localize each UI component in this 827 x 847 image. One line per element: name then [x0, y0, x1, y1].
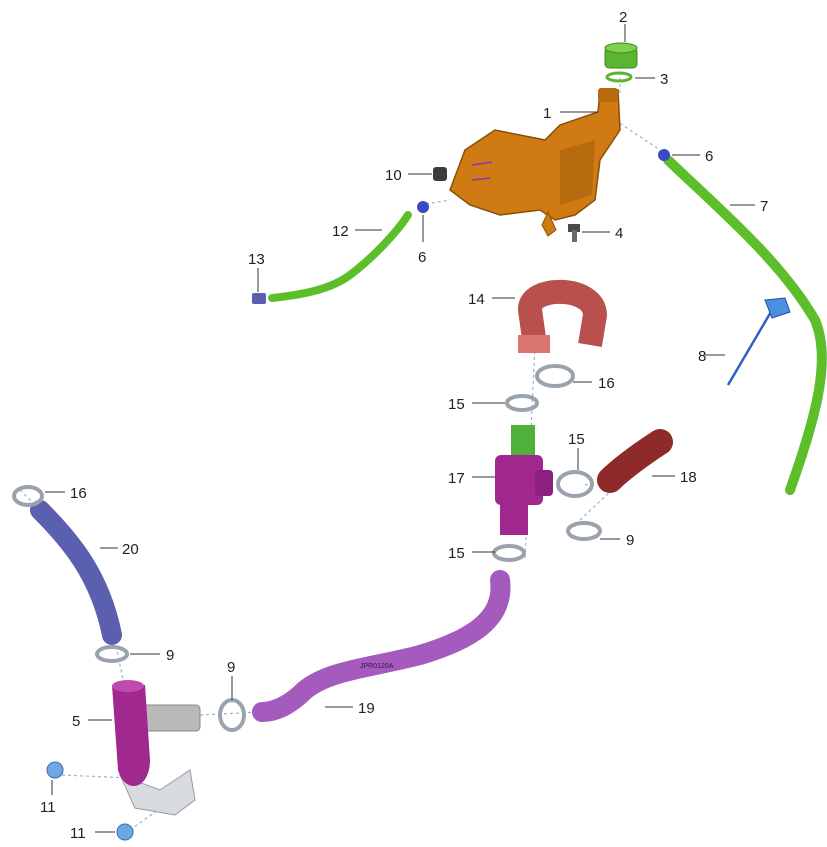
elbow-hose-14 [518, 279, 608, 353]
hose-clamp-9c [95, 645, 129, 663]
expansion-tank-reservoir [449, 88, 621, 237]
label-part-1: 1 [543, 105, 551, 122]
coolant-hose-19 [252, 570, 511, 722]
label-part-6b: 6 [418, 249, 426, 266]
hose-clip-6b [417, 201, 429, 213]
water-outlet-housing-5 [112, 680, 201, 816]
label-part-16b: 16 [70, 485, 87, 502]
label-part-11b: 11 [70, 825, 86, 842]
label-part-19: 19 [358, 700, 375, 717]
bolt-11a [46, 761, 64, 779]
label-part-6a: 6 [705, 148, 713, 165]
tie-strap-part [726, 297, 791, 386]
label-part-4: 4 [615, 225, 623, 242]
label-part-17: 17 [448, 470, 465, 487]
coolant-hose-7 [663, 155, 827, 495]
hose-clamp-15a [505, 394, 539, 412]
coolant-hose-20 [30, 500, 122, 645]
label-part-9a: 9 [626, 532, 634, 549]
label-part-18: 18 [680, 469, 697, 486]
reservoir-cap [604, 42, 638, 69]
hose-clamp-9b [218, 698, 246, 732]
callouts: 2 3 1 6 7 10 4 12 6 13 14 8 16 15 15 17 [40, 9, 768, 842]
label-part-15a: 15 [448, 396, 465, 413]
label-part-9b: 9 [227, 659, 235, 676]
coolant-hose-12 [268, 211, 412, 302]
label-part-15c: 15 [448, 545, 465, 562]
label-part-20: 20 [122, 541, 139, 558]
label-part-9c: 9 [166, 647, 174, 664]
bolt-11b [116, 823, 134, 841]
label-part-8: 8 [698, 348, 706, 365]
hose-marking-text: JPR0120A [360, 663, 394, 670]
label-part-12: 12 [332, 223, 349, 240]
hose-clamp-16a [535, 364, 575, 388]
hose-clamp-9a [566, 521, 602, 541]
tee-fitting-17 [495, 425, 553, 535]
label-part-5: 5 [72, 713, 80, 730]
o-ring-seal [605, 71, 633, 83]
hose-clip-6a [658, 149, 670, 161]
label-part-7: 7 [760, 198, 768, 215]
label-part-11a: 11 [40, 799, 56, 816]
hose-connector-13 [252, 293, 266, 304]
label-part-16a: 16 [598, 375, 615, 392]
hose-clamp-16b [12, 485, 44, 507]
label-part-3: 3 [660, 71, 668, 88]
label-part-15b: 15 [568, 431, 585, 448]
label-part-13: 13 [248, 251, 265, 268]
label-part-2: 2 [619, 9, 627, 26]
hose-clamp-15c [492, 544, 526, 562]
grommet-part [433, 167, 447, 181]
bolt-part [568, 224, 580, 242]
hose-clamp-15b [556, 470, 594, 498]
label-part-14: 14 [468, 291, 485, 308]
hose-18 [597, 429, 673, 493]
label-part-10: 10 [385, 167, 402, 184]
